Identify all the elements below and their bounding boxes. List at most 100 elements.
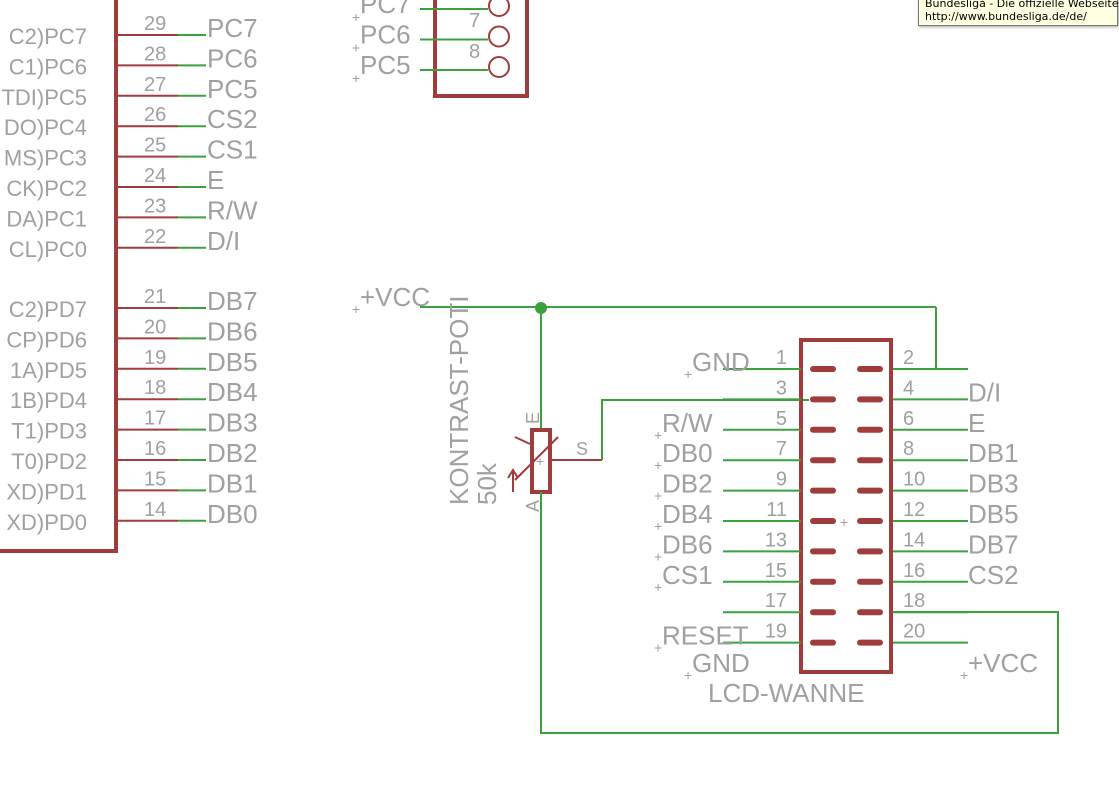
poti-arrow-tick — [514, 436, 531, 445]
mcu-pin-number: 28 — [144, 43, 166, 65]
lcd-right-net-label: DB3 — [968, 469, 1019, 499]
mcu-pin-label: C1)PC6 — [9, 54, 87, 79]
top-connector-row: PC6+ — [352, 20, 510, 56]
mcu-net-label: E — [207, 165, 224, 195]
vcc-origin-cross: + — [352, 301, 360, 317]
poti-pin-a: A — [523, 500, 543, 512]
lcd-left-pin-number: 17 — [765, 590, 787, 612]
lcd-left-pin-row: 17 — [723, 590, 836, 616]
lcd-right-pin-number: 18 — [903, 590, 925, 612]
mcu-pin-label: C2)PC7 — [9, 24, 87, 49]
mcu-pin-label: DA)PC1 — [6, 206, 87, 231]
top-connector-pin-number: 7 — [469, 10, 480, 32]
mcu-pin-number: 29 — [144, 13, 166, 35]
lcd-left-pin-number: 15 — [765, 560, 787, 582]
lcd-left-pin-number: 5 — [776, 408, 787, 430]
lcd-left-pin-number: 19 — [765, 621, 787, 643]
mcu-net-label: DB7 — [207, 286, 258, 316]
tooltip-title: Bundesliga - Die offizielle Webseite — [925, 0, 1119, 10]
mcu-pin-label: CK)PC2 — [6, 176, 87, 201]
mcu-pin-number: 24 — [144, 165, 166, 187]
mcu-pin-number: 23 — [144, 195, 166, 217]
mcu-pin-row: C1)PC6 28 PC6 — [9, 43, 258, 79]
mcu-net-label: PC6 — [207, 43, 258, 73]
lcd-left-cross: + — [654, 548, 662, 564]
top-connector-label: PC5 — [360, 50, 411, 80]
lcd-left-pin-row: 3 — [723, 377, 836, 403]
lcd-left-pin-number: 13 — [765, 529, 787, 551]
mcu-net-label: DB3 — [207, 408, 258, 438]
mcu-net-label: DB1 — [207, 468, 258, 498]
lcd-left-net-label: DB6 — [662, 529, 713, 559]
mcu-pin-number: 17 — [144, 408, 166, 430]
lcd-gnd-cross: + — [684, 667, 692, 683]
browser-tooltip: Bundesliga - Die offizielle Webseite htt… — [918, 0, 1119, 26]
lcd-left-net-label: R/W — [662, 408, 713, 438]
top-connector-pins: PC7+PC6+PC5+78 — [352, 0, 510, 86]
poti-pin-s: S — [576, 439, 588, 459]
lcd-right-pin-number: 14 — [903, 529, 925, 551]
poti-origin-cross: + — [536, 453, 544, 469]
mcu-pin-label: T0)PD2 — [11, 449, 87, 474]
top-connector-pin-circle — [488, 56, 510, 78]
mcu-net-label: DB2 — [207, 438, 258, 468]
lcd-origin-cross: + — [840, 514, 848, 530]
poti-value: 50k — [472, 462, 502, 505]
mcu-net-label: DB0 — [207, 499, 258, 529]
lcd-left-cross: + — [654, 427, 662, 443]
lcd-right-pin-row: 18 — [857, 590, 968, 616]
top-connector-body — [433, 0, 529, 98]
mcu-pin-number: 18 — [144, 377, 166, 399]
mcu-net-label: D/I — [207, 226, 240, 256]
lcd-left-pin-row: 15 CS1+ — [654, 560, 836, 595]
lcd-left-cross: + — [654, 457, 662, 473]
top-connector-cross: + — [352, 9, 360, 25]
top-connector-row: PC5+ — [352, 50, 510, 86]
lcd-left-pin-number: 9 — [776, 469, 787, 491]
lcd-left-net-label: CS1 — [662, 560, 713, 590]
lcd-right-pin-number: 16 — [903, 560, 925, 582]
mcu-net-label: DB4 — [207, 377, 258, 407]
mcu-net-label: DB5 — [207, 347, 258, 377]
lcd-left-pin-row: 13 DB6+ — [654, 529, 836, 564]
lcd-gnd-bottom: GND — [692, 648, 750, 678]
poti-pin-e: E — [523, 412, 543, 424]
mcu-pin-label: MS)PC3 — [4, 146, 87, 171]
lcd-left-net-label: GND — [692, 347, 750, 377]
mcu-pin-label: T1)PD3 — [11, 419, 87, 444]
top-connector-label: PC7 — [360, 0, 411, 19]
lcd-left-cross: + — [654, 579, 662, 595]
mcu-net-label: CS1 — [207, 135, 258, 165]
lcd-pin-group: 1GND+35R/W+7DB0+9DB2+11DB4+13DB6+15CS1+1… — [654, 347, 1019, 656]
mcu-pin-row: C2)PC7 29 PC7 — [9, 13, 258, 49]
top-connector-label: PC6 — [360, 20, 411, 50]
mcu-pin-label: CL)PC0 — [9, 237, 87, 262]
poti-adjust-arrow — [514, 436, 559, 481]
top-connector: PC7+PC6+PC5+78 — [352, 0, 529, 98]
mcu-net-label: PC7 — [207, 13, 258, 43]
mcu-pin-number: 27 — [144, 74, 166, 96]
lcd-right-pin-number: 20 — [903, 621, 925, 643]
